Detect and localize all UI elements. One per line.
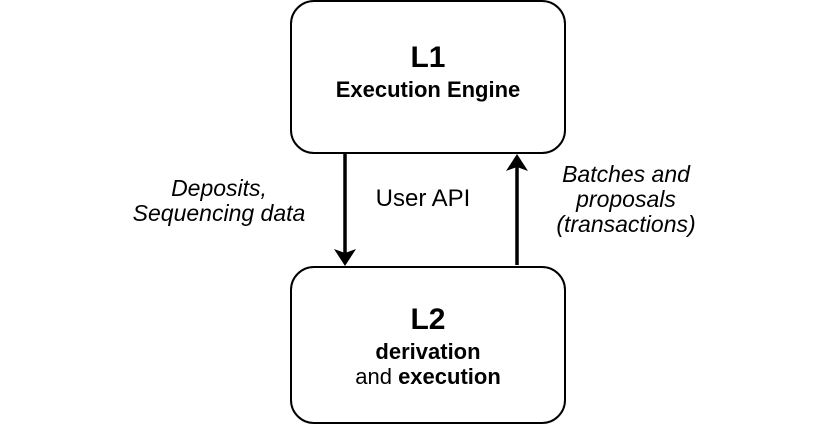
label-batches-and-proposals: Batches and proposals (transactions) [516, 162, 736, 237]
l2-title: L2 [410, 303, 446, 336]
label-deposits-sequencing-data: Deposits, Sequencing data [109, 176, 329, 226]
label-batches-line1: Batches and [562, 161, 690, 187]
l2-line2-regular: and [355, 364, 392, 389]
l2-box: L2 derivation and execution [290, 266, 566, 424]
down-arrow-icon [334, 154, 356, 266]
l1-subtitle: Execution Engine [335, 77, 521, 102]
l2-line1: derivation [375, 339, 481, 364]
label-user-api: User API [375, 185, 471, 212]
l2-line2: and execution [355, 364, 501, 389]
label-deposits-line2: Sequencing data [132, 200, 306, 226]
l1-box: L1 Execution Engine [290, 0, 566, 154]
label-batches-line3: (transactions) [556, 211, 696, 237]
label-deposits-line1: Deposits, [171, 175, 267, 201]
l2-line2-bold: execution [398, 364, 501, 389]
label-batches-line2: proposals [576, 186, 676, 212]
l1-title: L1 [410, 41, 446, 74]
